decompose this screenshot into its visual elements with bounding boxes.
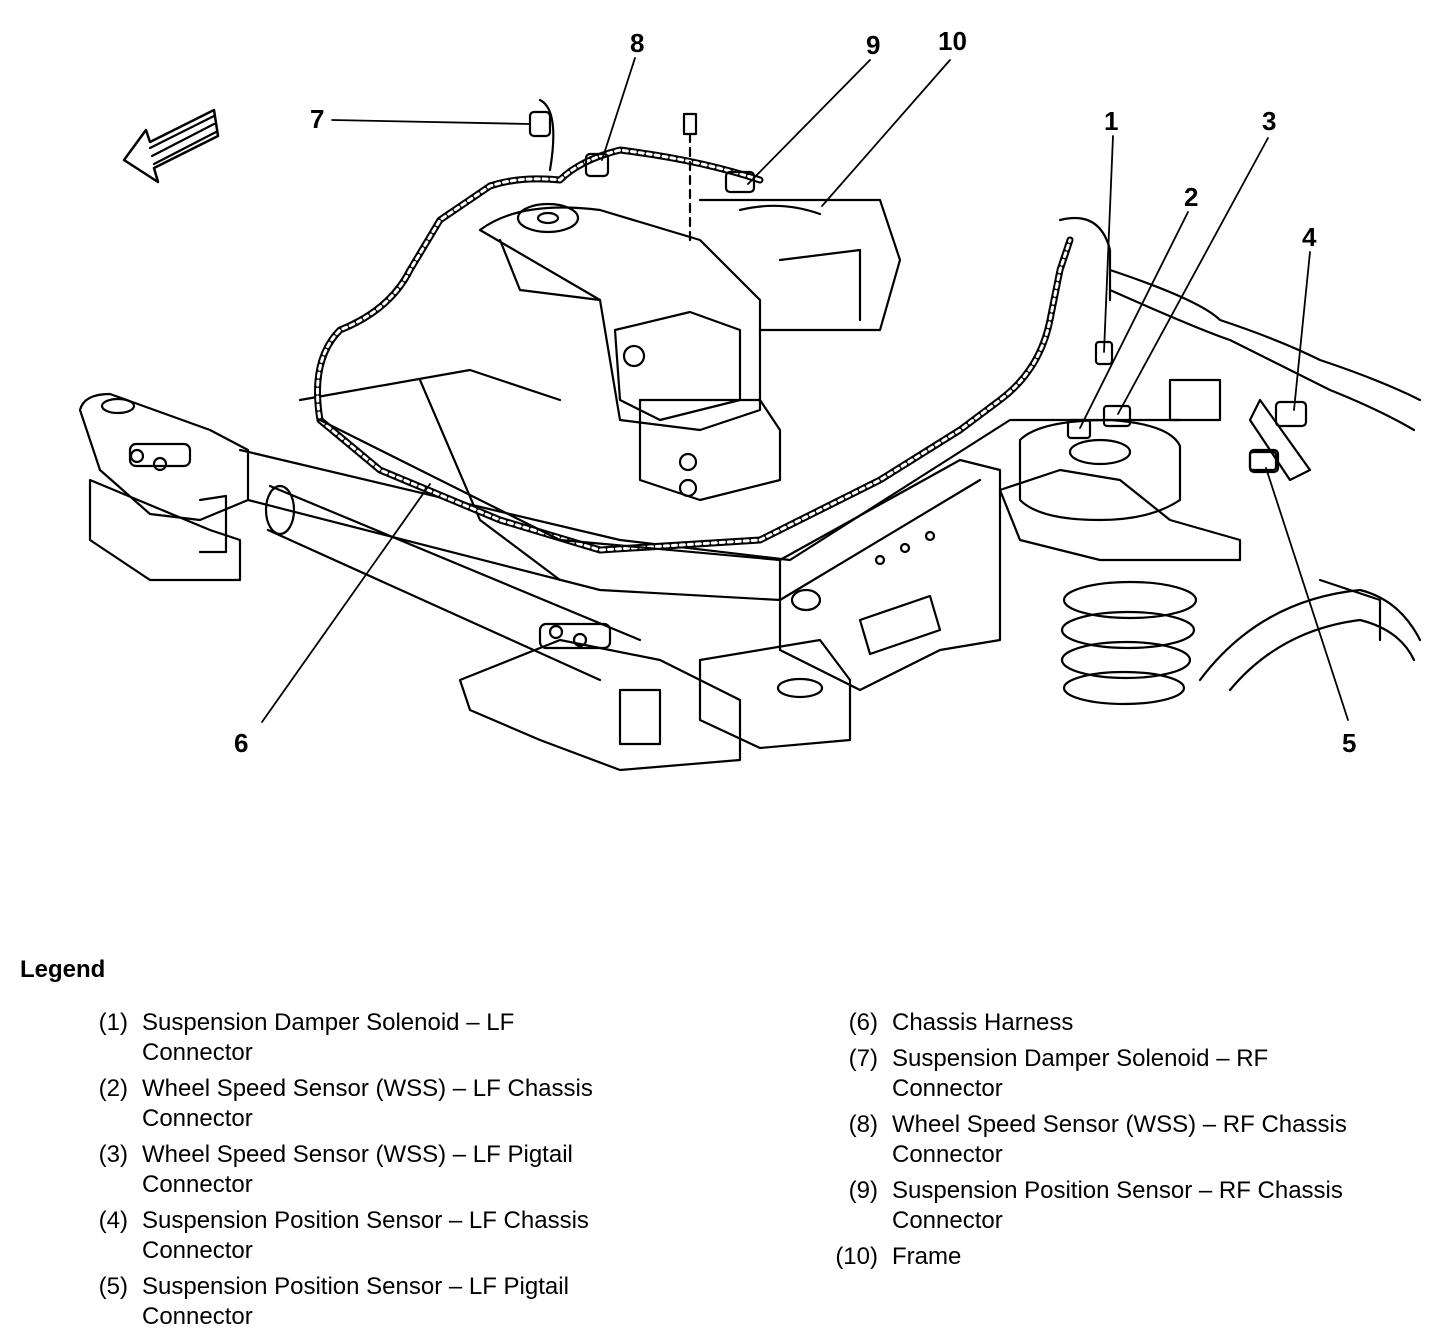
legend-right-column: (6) Chassis Harness (7) Suspension Dampe… xyxy=(810,1008,1450,1278)
callout-10: 10 xyxy=(938,26,967,56)
legend-item: (5) Suspension Position Sensor – LF Pigt… xyxy=(60,1272,760,1332)
callout-3: 3 xyxy=(1262,106,1276,136)
legend-item-description: Suspension Position Sensor – LF Chassis … xyxy=(142,1207,589,1264)
callout-labels: 7 8 9 10 1 3 2 4 6 5 xyxy=(234,26,1356,758)
legend-item-description: Suspension Position Sensor – LF Pigtail … xyxy=(142,1273,569,1330)
legend-item: (7) Suspension Damper Solenoid – RF Conn… xyxy=(810,1044,1450,1104)
legend-item-number: (7) xyxy=(848,1045,878,1072)
legend-item-description: Suspension Position Sensor – RF Chassis … xyxy=(892,1177,1343,1234)
chassis-harness-diagram: 7 8 9 10 1 3 2 4 6 5 xyxy=(78,26,1422,772)
legend-item-description: Wheel Speed Sensor (WSS) – LF Chassis Co… xyxy=(142,1075,593,1132)
legend-item: (2) Wheel Speed Sensor (WSS) – LF Chassi… xyxy=(60,1074,760,1134)
legend-item-description: Suspension Damper Solenoid – LF Connecto… xyxy=(142,1009,515,1066)
legend-item-number: (3) xyxy=(98,1141,128,1168)
legend-item: (10) Frame xyxy=(810,1242,1450,1272)
legend-item-description: Suspension Damper Solenoid – RF Connecto… xyxy=(892,1045,1269,1102)
callout-5: 5 xyxy=(1342,728,1356,758)
connector-shapes xyxy=(528,98,1308,474)
legend-left-column: (1) Suspension Damper Solenoid – LF Conn… xyxy=(60,1008,760,1338)
legend-item: (3) Wheel Speed Sensor (WSS) – LF Pigtai… xyxy=(60,1140,760,1200)
legend-item: (8) Wheel Speed Sensor (WSS) – RF Chassi… xyxy=(810,1110,1450,1170)
legend-title: Legend xyxy=(20,956,106,983)
coil-spring xyxy=(1060,580,1198,706)
legend-item: (4) Suspension Position Sensor – LF Chas… xyxy=(60,1206,760,1266)
legend-item-description: Frame xyxy=(892,1243,962,1270)
callout-2: 2 xyxy=(1184,182,1198,212)
legend-item-number: (10) xyxy=(835,1243,878,1270)
legend-item-description: Chassis Harness xyxy=(892,1009,1074,1036)
legend-item: (1) Suspension Damper Solenoid – LF Conn… xyxy=(60,1008,760,1068)
callout-1: 1 xyxy=(1104,106,1118,136)
legend-item-number: (2) xyxy=(98,1075,128,1102)
legend-item-number: (1) xyxy=(98,1009,128,1036)
legend-item-description: Wheel Speed Sensor (WSS) – RF Chassis Co… xyxy=(892,1111,1347,1168)
legend-item-number: (8) xyxy=(848,1111,878,1138)
callout-7: 7 xyxy=(310,104,324,134)
legend-item-number: (4) xyxy=(98,1207,128,1234)
legend-item: (9) Suspension Position Sensor – RF Chas… xyxy=(810,1176,1450,1236)
legend-item-number: (9) xyxy=(848,1177,878,1204)
callout-4: 4 xyxy=(1302,222,1317,252)
legend-item: (6) Chassis Harness xyxy=(810,1008,1450,1038)
legend-item-description: Wheel Speed Sensor (WSS) – LF Pigtail Co… xyxy=(142,1141,573,1198)
legend-item-number: (5) xyxy=(98,1273,128,1300)
chassis-harness-wire xyxy=(314,146,1074,562)
frame-drawing xyxy=(78,198,1422,772)
legend-item-number: (6) xyxy=(848,1009,878,1036)
leader-lines xyxy=(261,57,1349,723)
callout-8: 8 xyxy=(630,28,644,58)
callout-9: 9 xyxy=(866,30,880,60)
direction-arrow-icon xyxy=(122,108,220,184)
callout-6: 6 xyxy=(234,728,248,758)
